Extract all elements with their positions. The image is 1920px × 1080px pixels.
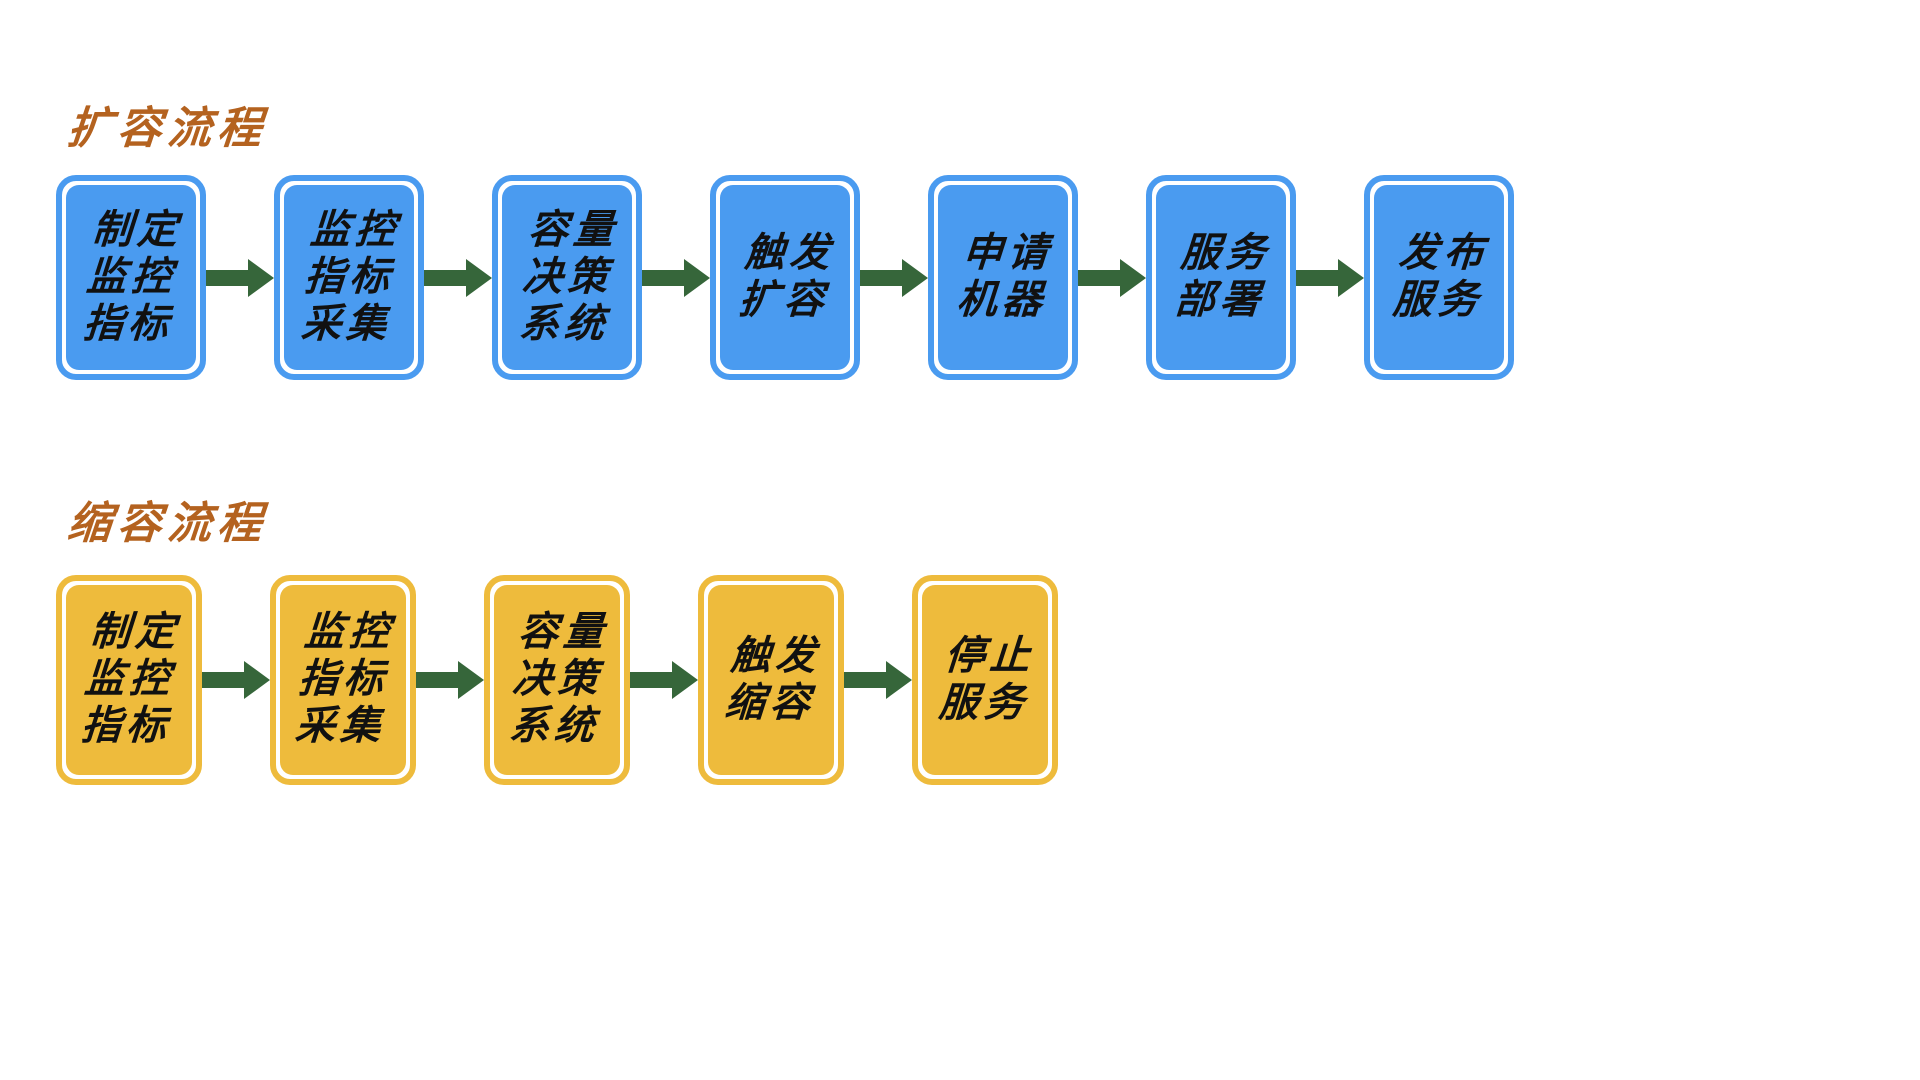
process-node-body: 制定 监控 指标	[66, 185, 196, 370]
process-node-expand-4[interactable]: 触发 扩容	[710, 175, 860, 380]
process-node-label: 服务 部署	[1172, 230, 1272, 324]
flow-row-shrink: 制定 监控 指标 监控 指标 采集 容量 决策 系统 触发 缩容 停止 服务	[56, 575, 1058, 785]
process-node-body: 容量 决策 系统	[494, 585, 620, 775]
arrow-expand-2	[424, 248, 492, 308]
process-node-label: 触发 扩容	[736, 230, 836, 324]
process-node-expand-7[interactable]: 发布 服务	[1364, 175, 1514, 380]
process-node-body: 服务 部署	[1156, 185, 1286, 370]
process-node-body: 停止 服务	[922, 585, 1048, 775]
process-node-expand-5[interactable]: 申请 机器	[928, 175, 1078, 380]
section-title-shrink: 缩容流程	[65, 498, 270, 549]
arrow-expand-3	[642, 248, 710, 308]
process-node-label: 监控 指标 采集	[299, 206, 402, 348]
process-node-shrink-3[interactable]: 容量 决策 系统	[484, 575, 630, 785]
process-node-body: 监控 指标 采集	[284, 185, 414, 370]
process-node-label: 容量 决策 系统	[507, 609, 610, 750]
process-node-body: 监控 指标 采集	[280, 585, 406, 775]
process-node-label: 监控 指标 采集	[293, 609, 396, 750]
process-node-label: 制定 监控 指标	[79, 609, 182, 750]
arrow-shrink-2	[416, 650, 484, 710]
process-node-expand-3[interactable]: 容量 决策 系统	[492, 175, 642, 380]
arrow-shrink-1	[202, 650, 270, 710]
arrow-expand-4	[860, 248, 928, 308]
process-node-shrink-2[interactable]: 监控 指标 采集	[270, 575, 416, 785]
flow-row-expand: 制定 监控 指标 监控 指标 采集 容量 决策 系统 触发 扩容 申请 机器 服务 部署 发…	[56, 175, 1514, 380]
process-node-body: 触发 扩容	[720, 185, 850, 370]
process-node-label: 容量 决策 系统	[517, 206, 620, 348]
process-node-shrink-4[interactable]: 触发 缩容	[698, 575, 844, 785]
process-node-label: 停止 服务	[936, 632, 1036, 726]
arrow-expand-6	[1296, 248, 1364, 308]
process-node-expand-2[interactable]: 监控 指标 采集	[274, 175, 424, 380]
process-node-body: 申请 机器	[938, 185, 1068, 370]
section-title-expand: 扩容流程	[65, 103, 270, 154]
process-node-body: 发布 服务	[1374, 185, 1504, 370]
process-node-label: 发布 服务	[1390, 230, 1490, 324]
process-node-body: 制定 监控 指标	[66, 585, 192, 775]
process-node-label: 申请 机器	[954, 230, 1054, 324]
arrow-shrink-3	[630, 650, 698, 710]
process-node-body: 容量 决策 系统	[502, 185, 632, 370]
process-node-label: 制定 监控 指标	[81, 206, 184, 348]
process-node-body: 触发 缩容	[708, 585, 834, 775]
arrow-expand-5	[1078, 248, 1146, 308]
process-node-label: 触发 缩容	[722, 632, 822, 726]
arrow-expand-1	[206, 248, 274, 308]
arrow-shrink-4	[844, 650, 912, 710]
process-node-expand-1[interactable]: 制定 监控 指标	[56, 175, 206, 380]
process-node-shrink-1[interactable]: 制定 监控 指标	[56, 575, 202, 785]
process-node-shrink-5[interactable]: 停止 服务	[912, 575, 1058, 785]
process-node-expand-6[interactable]: 服务 部署	[1146, 175, 1296, 380]
